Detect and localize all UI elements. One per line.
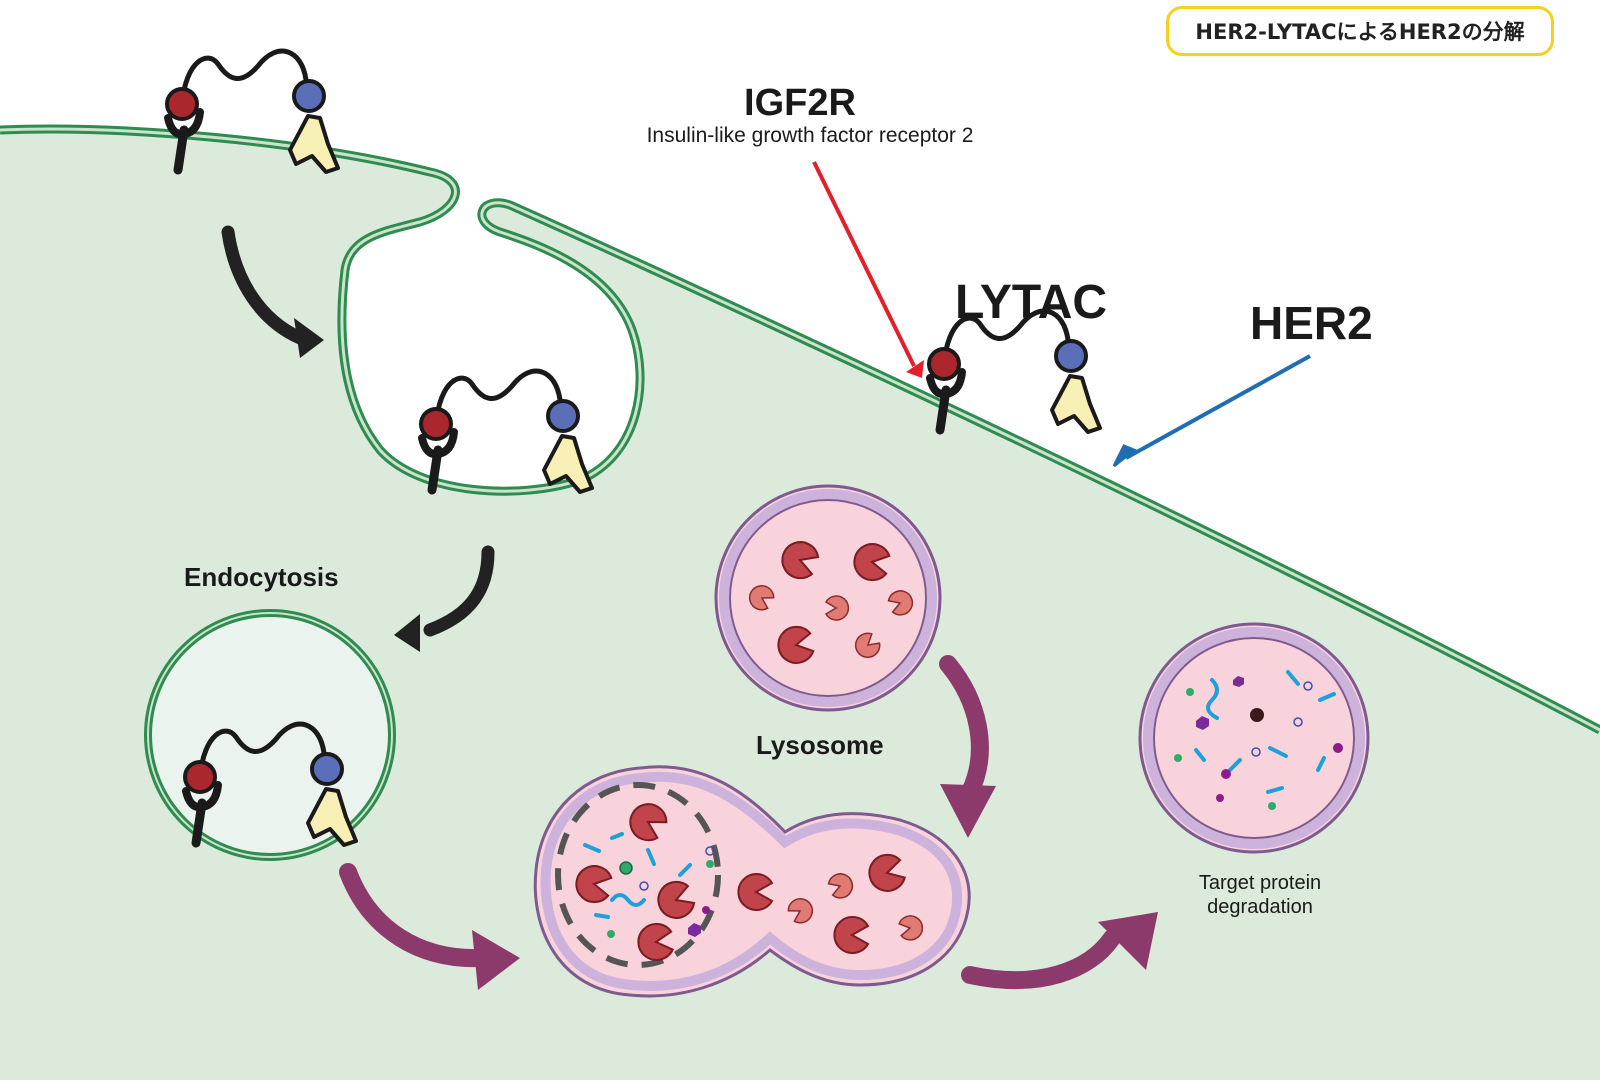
igf2r-fullname-label: Insulin-like growth factor receptor 2 (646, 124, 974, 147)
lytac-label: LYTAC (955, 276, 1108, 329)
arrow-lysosome-fusion (939, 655, 996, 838)
arrow-endosome-to-lysosome (339, 863, 520, 990)
title-badge: HER2-LYTACによるHER2の分解 (1166, 6, 1554, 56)
igf2r-label: IGF2R (744, 82, 856, 124)
endocytosis-label: Endocytosis (184, 562, 339, 592)
lytac-complex-invagination (421, 371, 592, 492)
lysosome-primary (714, 484, 942, 712)
target-degradation-label: Target protein degradation (1198, 872, 1322, 918)
her2-label: HER2 (1250, 297, 1373, 349)
degraded-lysosome (1138, 622, 1370, 854)
pointer-her2 (1112, 354, 1311, 468)
arrow-to-degradation (961, 912, 1158, 990)
lysosome-label: Lysosome (756, 730, 884, 760)
arrow-endocytosis-1 (221, 225, 324, 358)
endosome (144, 609, 396, 861)
arrow-endocytosis-2 (394, 545, 495, 652)
fused-lysosome (533, 765, 971, 998)
pointer-igf2r (812, 161, 924, 378)
